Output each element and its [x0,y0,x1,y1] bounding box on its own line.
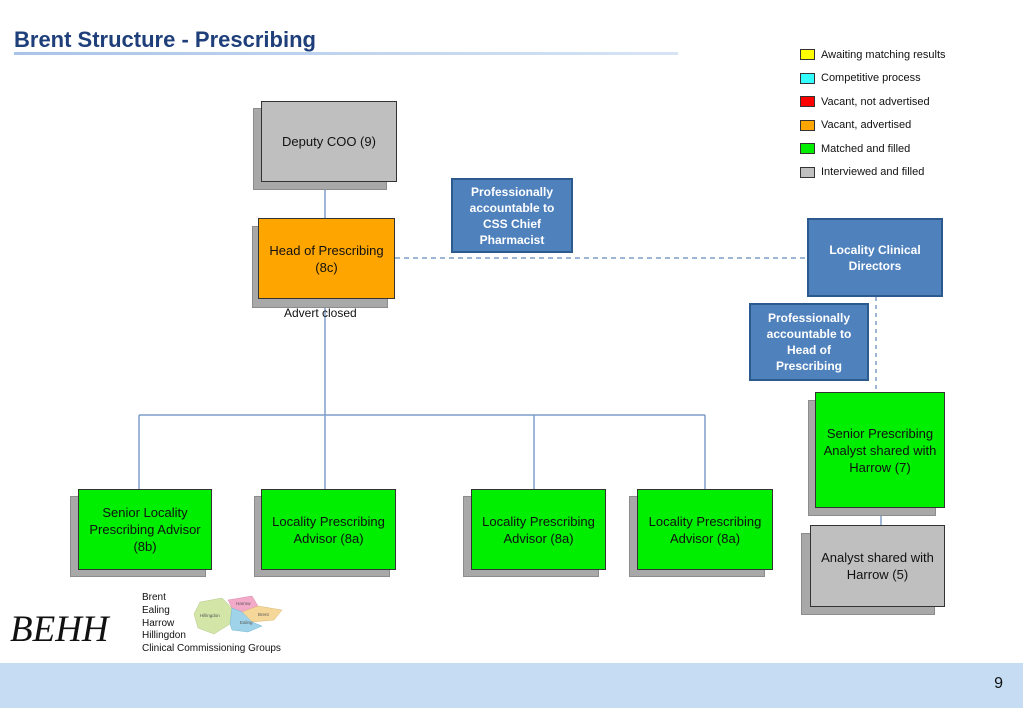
analyst-label: Analyst shared with Harrow (5) [821,550,934,582]
advert-closed-note: Advert closed [284,306,357,320]
legend-swatch [800,72,815,84]
analyst-box: Analyst shared with Harrow (5) [810,525,945,607]
legend-label: Matched and filled [821,142,911,155]
senior-locality-label: Senior Locality Prescribing Advisor (8b) [89,505,201,554]
css-accountability-box: Professionally accountable to CSS Chief … [451,178,573,253]
head-accountability-label: Professionally accountable to Head of Pr… [766,311,852,373]
locality-advisor-label: Locality Prescribing Advisor (8a) [272,513,385,546]
title-underline [14,52,678,55]
page-number: 9 [994,675,1003,692]
css-accountability-label: Professionally accountable to CSS Chief … [469,184,555,247]
deputy-coo-label: Deputy COO (9) [282,134,376,149]
ccg-line: Clinical Commissioning Groups [142,643,281,655]
behh-logo-text: BEHH [10,609,109,650]
locality-advisor-label: Locality Prescribing Advisor (8a) [648,513,762,546]
ccg-map-logo: Harrow Brent Hillingdon Ealing [193,595,283,635]
locality-advisor-label: Locality Prescribing Advisor (8a) [482,513,595,546]
legend-item: Awaiting matching results [800,43,946,67]
locality-advisor-box: Locality Prescribing Advisor (8a) [637,489,773,570]
ccg-line: Ealing [142,604,170,616]
ccg-line: Brent [142,592,166,603]
map-label: Hillingdon [200,613,220,618]
footer-bar: 9 [0,663,1023,708]
legend-label: Competitive process [821,72,921,85]
legend-item: Competitive process [800,67,946,91]
legend-label: Awaiting matching results [821,48,946,61]
legend-label: Vacant, advertised [821,119,912,132]
locality-directors-box: Locality Clinical Directors [807,218,943,297]
legend-label: Vacant, not advertised [821,95,930,108]
ccg-line: Hillingdon [142,630,186,642]
map-label: Harrow [236,601,251,606]
locality-advisor-box: Locality Prescribing Advisor (8a) [471,489,606,570]
head-of-prescribing-label: Head of Prescribing (8c) [269,242,384,275]
ccg-line: Harrow [142,617,175,629]
deputy-coo-box: Deputy COO (9) [261,101,397,182]
legend-swatch [800,143,815,155]
ccg-list: Brent Ealing Harrow Hillingdon Clinical … [142,592,281,656]
map-label: Ealing [240,620,253,625]
legend: Awaiting matching results Competitive pr… [800,43,946,184]
page-title: Brent Structure - Prescribing [14,27,316,52]
legend-swatch [800,49,815,61]
senior-analyst-box: Senior Prescribing Analyst shared with H… [815,392,945,508]
legend-swatch [800,96,815,108]
legend-item: Interviewed and filled [800,161,946,185]
locality-directors-label: Locality Clinical Directors [829,242,921,273]
legend-swatch [800,119,815,131]
legend-item: Matched and filled [800,137,946,161]
head-accountability-box: Professionally accountable to Head of Pr… [749,303,869,381]
map-label: Brent [258,612,270,617]
senior-analyst-label: Senior Prescribing Analyst shared with H… [823,425,937,475]
senior-locality-box: Senior Locality Prescribing Advisor (8b) [78,489,212,570]
legend-label: Interviewed and filled [821,166,925,179]
locality-advisor-box: Locality Prescribing Advisor (8a) [261,489,396,570]
legend-item: Vacant, advertised [800,114,946,138]
head-of-prescribing-box: Head of Prescribing (8c) [258,218,395,299]
legend-item: Vacant, not advertised [800,90,946,114]
legend-swatch [800,166,815,178]
